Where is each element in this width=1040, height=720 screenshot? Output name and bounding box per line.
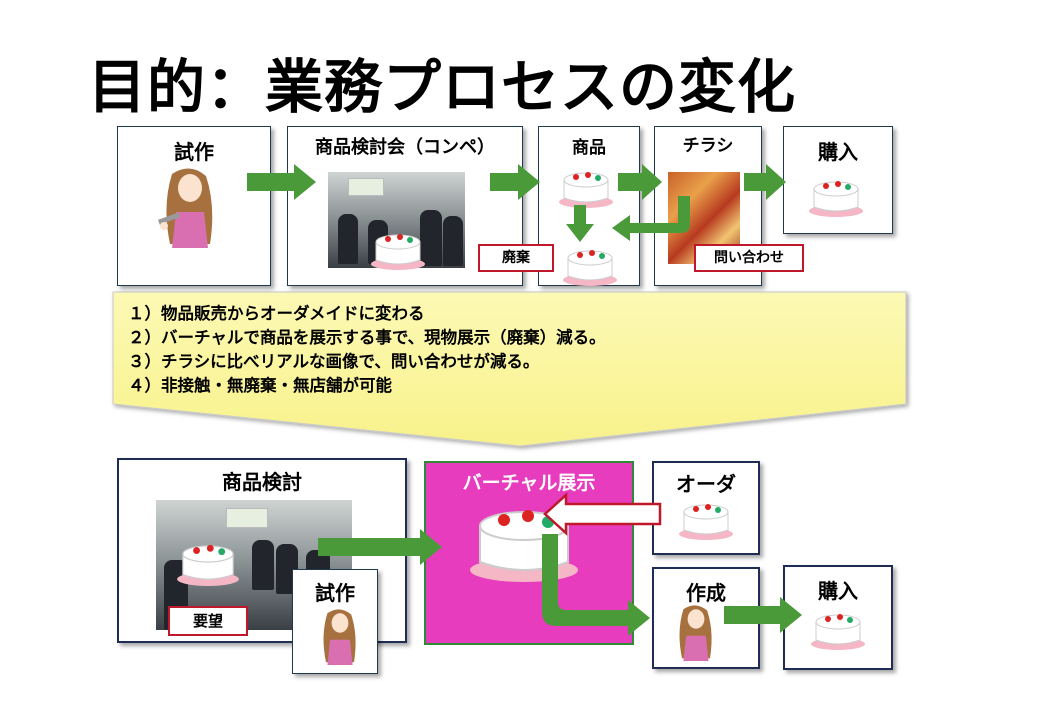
review-label: 商品検討	[222, 470, 302, 494]
make-label: 作成	[686, 581, 726, 605]
arrow-down	[566, 205, 594, 242]
arrow-right	[490, 164, 540, 200]
callout-line-1: １）物品販売からオーダメイドに変わる	[128, 304, 425, 323]
step-purchase-label: 購入	[818, 140, 858, 164]
prototype-label: 試作	[315, 581, 355, 605]
arrow-right	[318, 529, 442, 565]
arrow-return	[612, 196, 690, 241]
girl-illustration	[323, 609, 356, 665]
page-title: 目的：業務プロセスの変化	[88, 53, 797, 121]
girl-illustration	[157, 168, 213, 248]
virtual-display-title: バーチャル展示	[462, 472, 596, 494]
callout-background	[112, 291, 907, 447]
cake-icon	[679, 504, 733, 540]
cake-icon	[371, 234, 425, 270]
step-flyer-label: チラシ	[682, 136, 734, 156]
callout-line-3: ３）チラシに比べリアルな画像で、問い合わせが減る。	[128, 352, 540, 371]
tag-inquiry: 問い合わせ	[694, 244, 804, 272]
arrow-right	[744, 164, 786, 200]
step-review-meeting-label: 商品検討会（コンペ）	[315, 137, 495, 158]
cake-icon	[559, 172, 613, 208]
step-prototype-label: 試作	[174, 140, 214, 164]
girl-illustration	[679, 605, 712, 661]
cake-icon	[809, 181, 863, 217]
order-label: オーダ	[676, 472, 736, 496]
arrow-order-back	[543, 492, 662, 536]
purchase-label: 購入	[818, 579, 858, 603]
cake-icon	[563, 250, 617, 286]
callout-line-4: ４）非接触・無廃棄・無店舗が可能	[128, 376, 392, 395]
tag-request: 要望	[168, 606, 248, 636]
tag-waste: 廃棄	[478, 244, 554, 272]
arrow-bend	[542, 534, 650, 636]
cake-icon	[177, 544, 239, 586]
step-product-label: 商品	[572, 138, 606, 158]
callout-text: １）物品販売からオーダメイドに変わる ２）バーチャルで商品を展示する事で、現物展…	[128, 302, 606, 398]
arrow-right	[724, 597, 802, 633]
callout-line-2: ２）バーチャルで商品を展示する事で、現物展示（廃棄）減る。	[128, 328, 606, 347]
arrow-right	[618, 164, 662, 200]
arrow-right	[247, 164, 316, 200]
cake-icon	[811, 614, 865, 650]
